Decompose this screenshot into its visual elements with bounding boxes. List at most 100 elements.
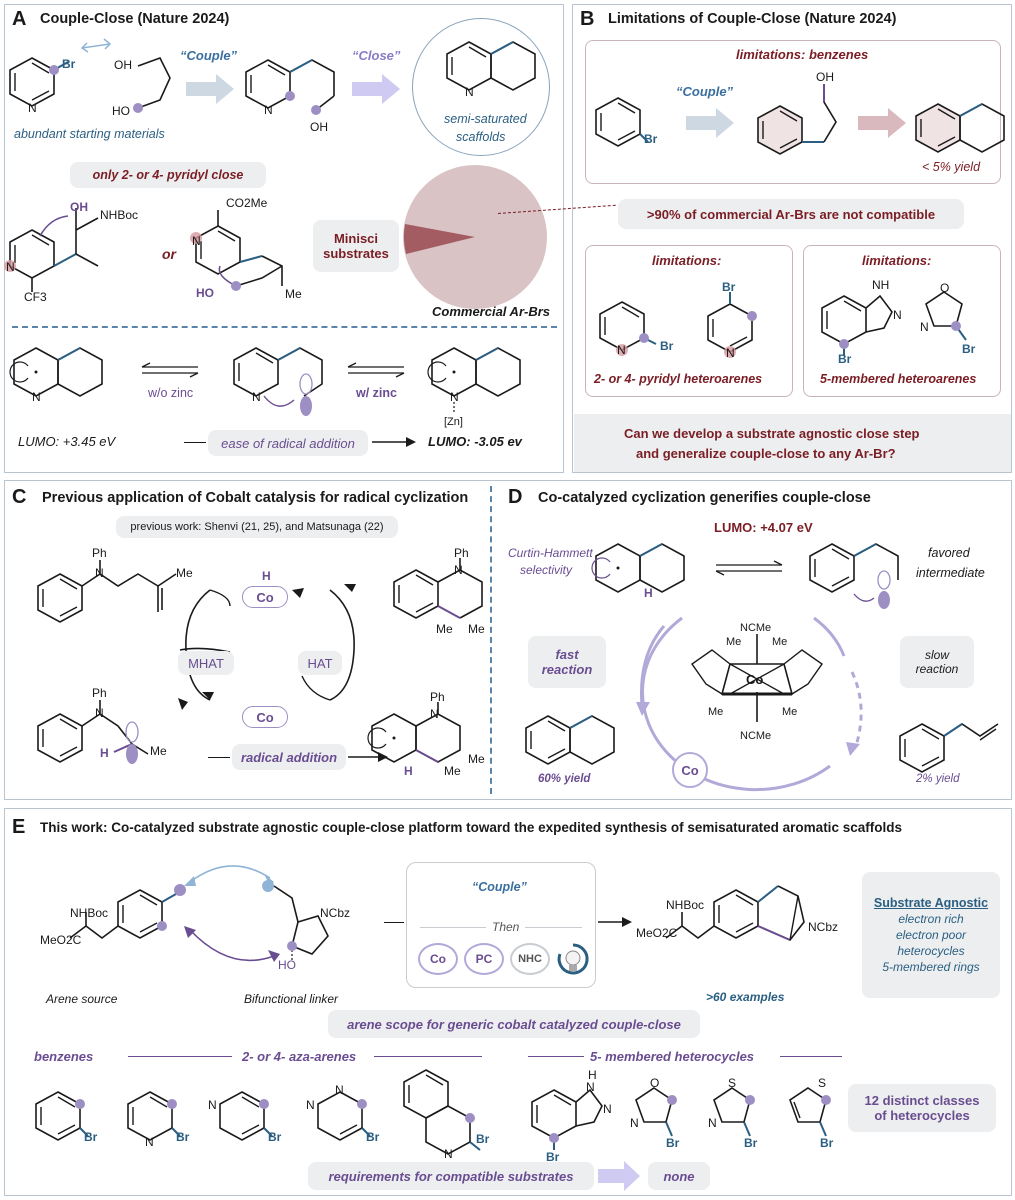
me-label: Me	[468, 752, 485, 766]
nh-label: NH	[872, 278, 890, 292]
me-label: Me	[468, 622, 485, 636]
panel-d-letter: D	[508, 486, 523, 508]
ph-label: Ph	[92, 686, 107, 700]
co-catalyst-chip: Co	[672, 752, 708, 788]
n-label: N	[430, 707, 439, 721]
commercial-label: Commercial Ar-Brs	[432, 304, 551, 319]
couple-line	[384, 922, 404, 923]
panel-c-title: Previous application of Cobalt catalysis…	[42, 490, 469, 506]
bromopyridine-structure	[9, 57, 69, 107]
five-membered-limitations-box	[803, 245, 1001, 397]
cobaloxime-complex-structure	[691, 634, 823, 722]
pc-chip: PC	[464, 943, 504, 975]
scope-bromothiophene	[789, 1087, 831, 1137]
coupling-arcs	[184, 865, 280, 962]
n-label: N	[454, 563, 463, 577]
bromopyridine-4-structure	[707, 292, 757, 358]
s-label: S	[818, 1076, 827, 1090]
hat-pill: HAT	[298, 651, 342, 675]
close-arrow-b	[858, 108, 906, 138]
fast-reaction-pill: fast reaction	[528, 636, 606, 688]
cf3-pyridine-substrate	[4, 208, 99, 292]
n-label: N	[708, 1116, 717, 1130]
lumo-a1: LUMO: +3.45 eV	[18, 434, 116, 449]
pyridyl-limitations-box	[585, 245, 793, 397]
n-label: N	[630, 1116, 639, 1130]
ho-label: HO	[196, 286, 214, 300]
n-label: N	[192, 234, 201, 248]
question-line-1: Can we develop a substrate agnostic clos…	[624, 426, 920, 441]
co2me-label: CO2Me	[226, 196, 268, 210]
wo-zinc-label: w/o zinc	[148, 386, 194, 400]
yield-60-label: 60% yield	[538, 773, 591, 785]
aza-line-left	[128, 1056, 232, 1057]
lumo-a2: LUMO: -3.05 ev	[428, 434, 522, 449]
h-label: H	[588, 1068, 597, 1082]
couple-arrow-b	[686, 108, 734, 138]
lumo-d: LUMO: +4.07 eV	[714, 520, 813, 535]
couple-label-e: “Couple”	[472, 880, 527, 894]
ho-label: HO	[112, 104, 130, 118]
ph-label: Ph	[92, 546, 107, 560]
br-label: Br	[660, 339, 674, 353]
n-label: N	[95, 706, 104, 720]
ch-label-1: Curtin-Hammett	[508, 546, 593, 560]
ease-line-left	[184, 442, 206, 443]
examples-label: >60 examples	[706, 990, 785, 1004]
panel-a-letter: A	[12, 8, 27, 30]
scope-bromopyrimidine	[317, 1091, 371, 1141]
s-label: S	[728, 1076, 737, 1090]
arene-source-label: Arene source	[46, 992, 118, 1006]
agnostic-item-1: electron poor	[895, 928, 967, 942]
bromoindazole-structure	[821, 294, 893, 356]
oh-label: OH	[816, 70, 834, 84]
coupled-pyridine-structure	[245, 59, 335, 115]
ho-label: HO	[278, 958, 296, 972]
zinc-thq-structure	[427, 347, 521, 414]
h-label: H	[100, 746, 109, 760]
five-line-left	[528, 1056, 584, 1057]
fast-label-1: fast	[555, 647, 579, 662]
slow-label-1: slow	[924, 648, 949, 662]
agnostic-item-2: heterocycles	[897, 944, 965, 958]
n-label: N	[335, 1083, 344, 1097]
then-label: Then	[486, 920, 526, 934]
nhboc-label: NHBoc	[666, 898, 705, 912]
scope-bromoindazole	[531, 1088, 603, 1150]
fast-label-2: reaction	[541, 662, 593, 677]
n-label: N	[444, 1147, 453, 1161]
yield-2-label: 2% yield	[916, 773, 960, 785]
co-h-pill: Co	[242, 586, 288, 608]
panel-e-letter: E	[12, 816, 26, 838]
semi-label-1: semi-saturated	[444, 112, 527, 126]
ncbz-label: NCbz	[320, 906, 351, 920]
lim1-label: limitations:	[652, 253, 722, 268]
n-label: N	[252, 390, 261, 404]
n-label: N	[603, 1102, 612, 1116]
n-label: N	[6, 260, 15, 274]
nhc-chip: NHC	[510, 943, 550, 975]
bromooxazole-structure	[925, 291, 967, 341]
pyridyl-hetero-label: 2- or 4- pyridyl heteroarenes	[594, 372, 763, 386]
w-zinc-label: w/ zinc	[356, 386, 397, 400]
ease-pill: ease of radical addition	[208, 430, 368, 456]
me-label: Me	[444, 764, 461, 778]
bridged-product-structure	[665, 885, 805, 941]
br-label: Br	[962, 342, 976, 356]
linker-label: Bifunctional linker	[244, 992, 339, 1006]
ease-arrow-icon	[372, 437, 416, 447]
only-pyridyl-pill: only 2- or 4- pyridyl close	[70, 162, 266, 188]
panel-b-letter: B	[580, 8, 595, 30]
light-bulb-icon	[557, 943, 589, 975]
minisci-label-1: Minisci	[333, 231, 379, 246]
br-label: Br	[644, 132, 658, 146]
nhboc-label: NHBoc	[100, 208, 139, 222]
br-label: Br	[838, 352, 852, 366]
alkene-amine-structure	[37, 560, 177, 623]
cyclized-radical-structure	[367, 702, 461, 763]
equilibrium-arrows-d	[715, 560, 783, 576]
bifunctional-linker-structure	[262, 880, 329, 962]
co-chip: Co	[418, 943, 458, 975]
favored-label-1: favored	[928, 546, 970, 560]
radical-line-left	[208, 757, 230, 758]
